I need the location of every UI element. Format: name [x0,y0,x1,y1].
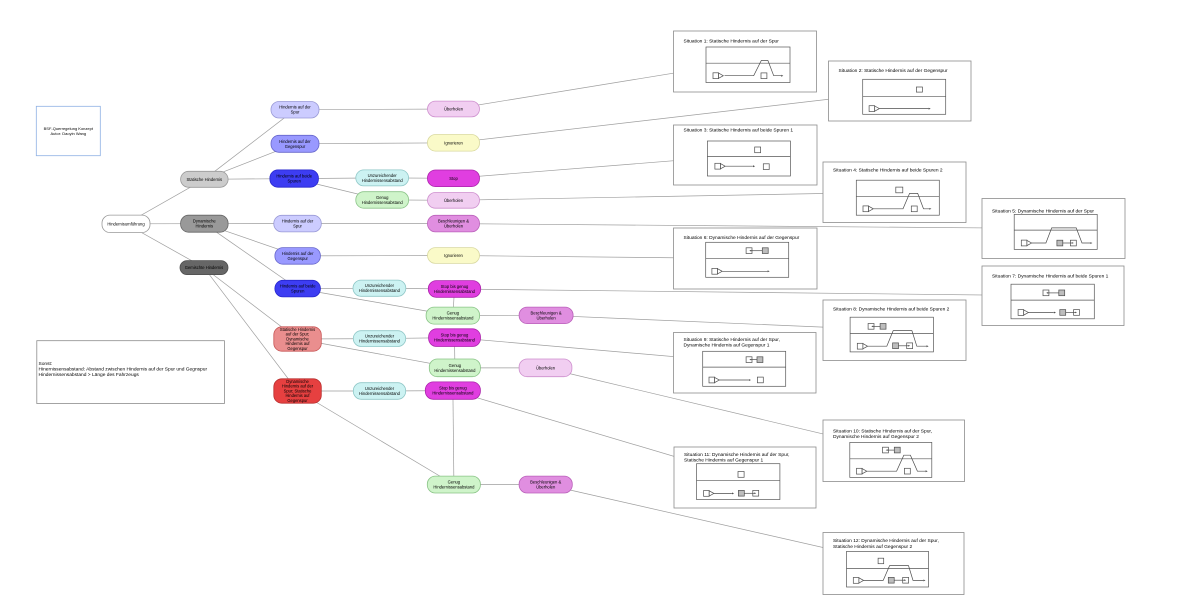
svg-text:Überholen: Überholen [444,106,464,111]
svg-text:Hindernis auf: Hindernis auf [285,341,310,346]
svg-text:Situation 11: Dynamische Hinde: Situation 11: Dynamische Hindernis auf d… [684,452,789,458]
svg-text:Hinernissensabstand: Abstand z: Hinernissensabstand: Abstand zwischen Hi… [39,367,208,373]
svg-text:Situation 4: Statische Hindern: Situation 4: Statische Hindernis auf bei… [833,167,943,173]
svg-text:Hindernis auf der: Hindernis auf der [282,219,314,224]
svg-text:Hindernissensabstand: Hindernissensabstand [432,316,474,321]
svg-text:Überholen: Überholen [444,198,464,203]
svg-text:Situation 10: Statische Hinder: Situation 10: Statische Hindernis auf de… [833,428,932,434]
svg-text:Beschleunigen &: Beschleunigen & [531,310,562,315]
svg-text:Unzureichender: Unzureichender [365,386,395,391]
svg-text:Dynamische Hindernis auf Gegen: Dynamische Hindernis auf Gegenspur 1 [684,343,770,349]
svg-text:Überholen: Überholen [536,365,556,370]
svg-text:Beschleunigen &: Beschleunigen & [530,479,561,484]
svg-text:Unzureichender: Unzureichender [365,334,395,339]
svg-text:Gegenspur: Gegenspur [287,256,308,261]
svg-text:Spur: Spur [291,110,300,115]
svg-text:Sonst:: Sonst: [39,361,53,367]
svg-text:Spuren: Spuren [291,289,305,294]
svg-text:Situation 9: Statische Hindern: Situation 9: Statische Hindernis auf der… [684,337,780,343]
svg-text:Überholen: Überholen [536,484,556,489]
svg-text:Hindernissensabstand: Hindernissensabstand [434,338,476,343]
svg-text:Statische Hindernis auf Gegens: Statische Hindernis auf Gegenspur 1 [684,458,763,464]
svg-text:Hindernissensabstand > Länge d: Hindernissensabstand > Länge des Fahrzeu… [39,372,140,378]
svg-text:Situation 7: Dynamische Hinder: Situation 7: Dynamische Hindernis auf be… [992,273,1109,279]
svg-text:Hindernissensabstand: Hindernissensabstand [362,200,404,205]
svg-text:Spur; Statische: Spur; Statische [284,388,312,393]
svg-text:Statische Hindernis: Statische Hindernis [186,177,222,182]
svg-text:Gegenspur: Gegenspur [287,346,308,351]
svg-text:Hindernis auf: Hindernis auf [285,393,310,398]
svg-text:Überholen: Überholen [444,224,464,229]
svg-text:Situation 1: Statische Hindern: Situation 1: Statische Hindernis auf der… [684,39,780,45]
svg-text:Situation 5: Dynamische Hinder: Situation 5: Dynamische Hindernis auf de… [992,208,1094,214]
svg-text:Spuren: Spuren [288,179,302,184]
svg-text:Ignorieren: Ignorieren [444,140,463,145]
svg-text:Spur: Spur [293,224,302,229]
svg-text:Hindernis auf der: Hindernis auf der [282,384,314,389]
svg-text:Hindernisumführung: Hindernisumführung [107,221,145,226]
svg-text:Hindernis auf der: Hindernis auf der [279,139,311,144]
svg-text:auf der Spur;: auf der Spur; [286,332,310,337]
svg-text:Ignorieren: Ignorieren [444,253,463,258]
svg-text:Hindernis auf beide: Hindernis auf beide [280,284,316,289]
svg-text:Gegenspur: Gegenspur [287,398,308,403]
svg-text:Hindernissensabstand: Hindernissensabstand [362,178,404,183]
svg-text:Genug: Genug [449,363,462,368]
svg-text:Hindernissensabstand: Hindernissensabstand [359,339,401,344]
svg-text:Dynamische Hindernis auf Gegen: Dynamische Hindernis auf Gegenspur 2 [833,434,919,440]
svg-text:Hindernissensabstand: Hindernissensabstand [359,391,401,396]
svg-text:Situation 12: Dynamische Hinde: Situation 12: Dynamische Hindernis auf d… [833,538,939,544]
svg-text:Stop bis genug: Stop bis genug [441,284,469,289]
svg-text:Genug: Genug [376,195,389,200]
svg-text:Überholen: Überholen [537,315,557,320]
svg-text:BSF-Querregelung Konzept: BSF-Querregelung Konzept [44,126,94,131]
svg-text:Hindernissensabstand: Hindernissensabstand [433,484,475,489]
svg-text:Situation 6: Dynamische Hinder: Situation 6: Dynamische Hindernis auf de… [684,235,800,241]
svg-text:Statische Hindernis auf Gegens: Statische Hindernis auf Gegenspur 2 [833,544,912,550]
svg-text:Genug: Genug [448,479,461,484]
svg-text:Stop: Stop [449,176,458,181]
svg-text:Dynamische: Dynamische [193,219,216,224]
svg-text:Hindernissensabstand: Hindernissensabstand [434,368,476,373]
svg-text:Stop bis genug: Stop bis genug [441,333,469,338]
svg-text:Unzureichender: Unzureichender [368,173,398,178]
svg-text:Dynamische: Dynamische [286,336,309,341]
svg-text:Genug: Genug [447,311,460,316]
svg-text:Stop bis genug: Stop bis genug [439,386,467,391]
svg-text:Situation 8: Dynamische Hinder: Situation 8: Dynamische Hindernis auf be… [833,306,950,312]
svg-text:Hindernissensabstand: Hindernissensabstand [434,289,476,294]
svg-text:Beschleunigen &: Beschleunigen & [438,219,469,224]
svg-text:Hindernis: Hindernis [196,224,214,229]
svg-text:Hindernis auf der: Hindernis auf der [279,105,311,110]
svg-text:Hindernis auf beide: Hindernis auf beide [276,174,312,179]
svg-text:Hindernis auf der: Hindernis auf der [282,251,314,256]
svg-text:Unzureichender: Unzureichender [365,283,395,288]
svg-text:Hindernissensabstand: Hindernissensabstand [359,288,401,293]
svg-text:Gemischte Hindernis: Gemischte Hindernis [185,265,223,270]
svg-text:Situation 2: Statische Hindern: Situation 2: Statische Hindernis auf der… [839,68,948,74]
svg-text:Autor: Daoyin Wang: Autor: Daoyin Wang [50,131,86,136]
svg-text:Situation 3: Statische Hindern: Situation 3: Statische Hindernis auf bei… [684,128,794,134]
svg-text:Statische Hindernis: Statische Hindernis [280,327,315,332]
svg-text:Dynamische: Dynamische [286,379,309,384]
svg-text:Hindernissensabstand: Hindernissensabstand [432,391,474,396]
svg-text:Gegenspur: Gegenspur [285,144,306,149]
